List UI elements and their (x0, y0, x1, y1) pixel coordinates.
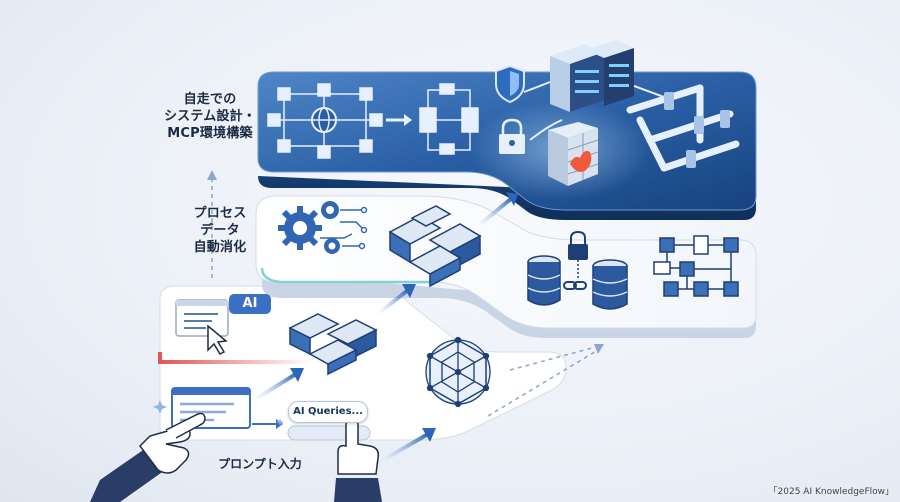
up-arrow (376, 288, 410, 316)
middle-layer-panel (255, 195, 757, 338)
firewall-icon (548, 122, 599, 186)
chat-window-icon (175, 299, 229, 337)
up-arrow-head (506, 192, 518, 206)
database-icon (527, 255, 628, 310)
puzzle-icon (288, 313, 378, 376)
lock-icon (568, 230, 588, 280)
cursor-icon (207, 324, 228, 355)
connection-line (523, 81, 551, 93)
copyright-text: 「2025 AI KnowledgeFlow」 (768, 487, 894, 497)
connection-line (529, 119, 563, 141)
label-line: プロセス (193, 206, 247, 221)
ai-chip: AI (229, 294, 271, 314)
label-line: 自走での (183, 92, 237, 107)
chain-link-icon (563, 281, 587, 290)
dashed-arrow-head (594, 344, 604, 354)
up-arrow-head (402, 284, 416, 298)
flowchart-icon (419, 83, 479, 155)
sphere-network-icon (425, 336, 491, 408)
up-arrow (378, 432, 430, 464)
process-flow-icon (653, 235, 739, 297)
top-layer-label: 自走での システム設計・ MCP環境構築 (150, 91, 270, 142)
label-line: システム設計・ (163, 109, 256, 124)
pipeline-valves (664, 92, 730, 168)
sparkle-icon (153, 400, 284, 426)
network-icon (267, 83, 383, 159)
middle-layer-label: プロセス データ 自動消化 (176, 205, 264, 256)
dashed-arrow (211, 178, 599, 417)
circuit-lines-icon (320, 206, 368, 250)
prompt-input-label: プロンプト入力 (218, 457, 302, 471)
ai-query-box: AI Queries... (288, 401, 368, 423)
pipeline-icon (626, 84, 740, 172)
label-line: データ (200, 223, 240, 238)
puzzle-icon (388, 205, 482, 288)
dashed-arrow-head (207, 170, 217, 180)
up-arrow-head (290, 368, 304, 382)
up-arrow-head (422, 428, 436, 442)
shield-icon (495, 64, 525, 104)
lock-icon (499, 118, 525, 154)
label-line: MCP環境構築 (167, 126, 253, 141)
flow-arrow-head (404, 114, 412, 126)
label-line: 自動消化 (193, 240, 247, 255)
gear-icon (278, 201, 340, 254)
hand-pointer-icon (90, 412, 206, 502)
server-icon (550, 40, 634, 112)
up-arrow (252, 372, 298, 402)
up-arrow (476, 196, 514, 228)
